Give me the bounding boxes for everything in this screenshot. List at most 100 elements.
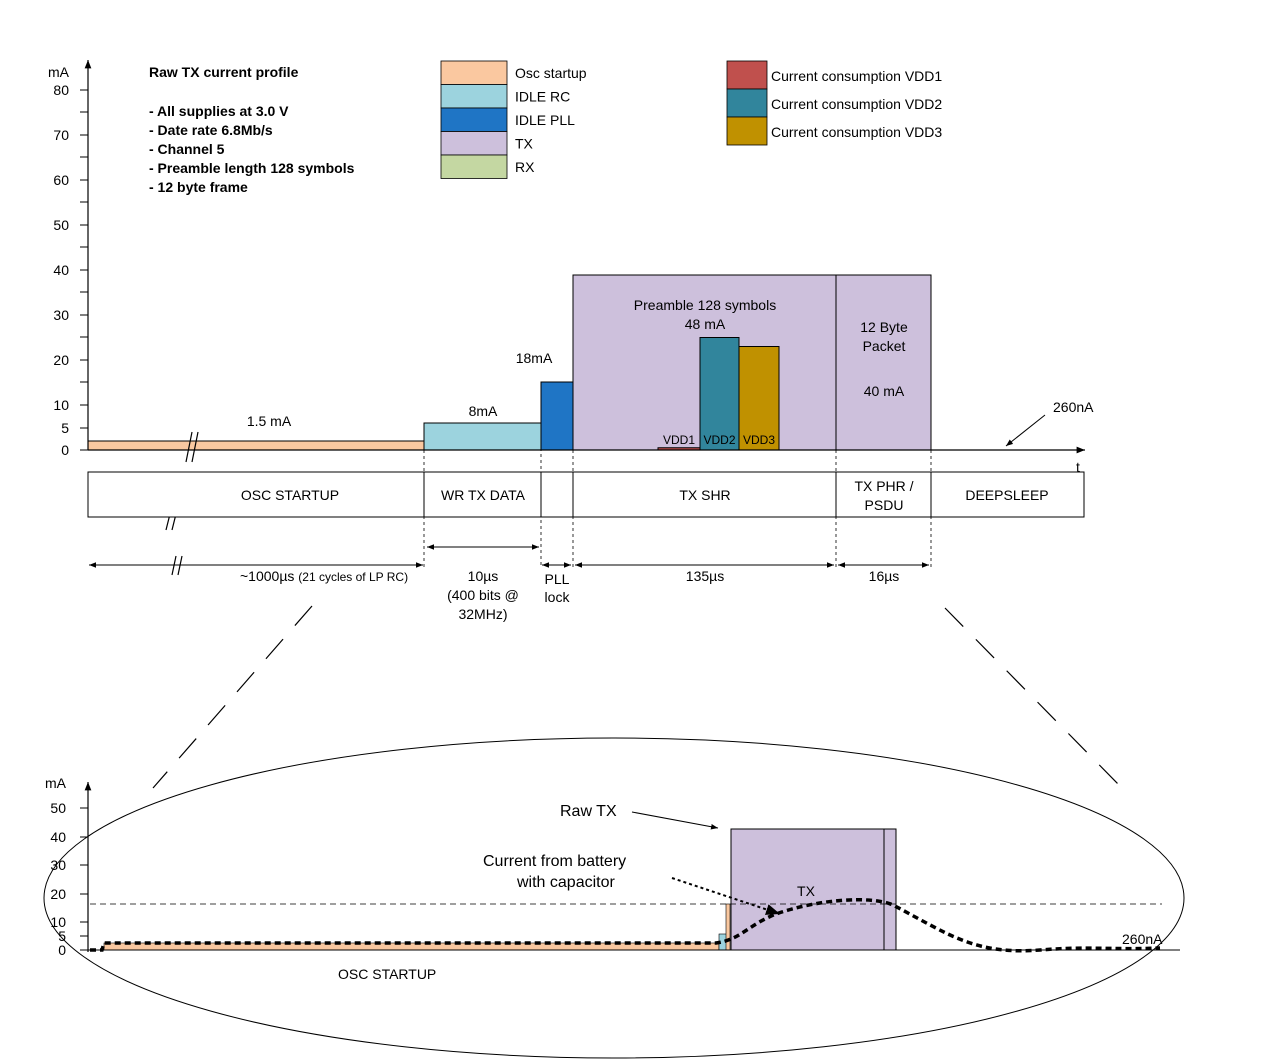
legend-label: IDLE RC	[515, 89, 570, 105]
top-y-unit: mA	[48, 64, 70, 80]
phase-row	[87, 471, 1085, 518]
bar-idle-rc	[423, 422, 542, 451]
duration-osc: ~1000µs (21 cycles of LP RC)	[240, 568, 408, 584]
bottom-y-tick-label: 50	[50, 800, 66, 816]
top-y-tick-label: 80	[53, 82, 69, 98]
timing-drop-lines	[423, 382, 932, 568]
top-y-tick-label: 70	[53, 127, 69, 143]
duration-wr-tx: 10µs	[468, 568, 499, 584]
label-sleep-current: 260nA	[1053, 399, 1094, 415]
phase-tx-phr-line1: TX PHR /	[854, 478, 913, 494]
bottom-y-tick-label: 10	[50, 914, 66, 930]
top-y-tick-label: 50	[53, 217, 69, 233]
zoom-guide-lines	[152, 605, 1121, 789]
bottom-y-tick-label: 40	[50, 829, 66, 845]
raw-tx-arrow	[631, 811, 719, 830]
bottom-osc-label: OSC STARTUP	[338, 966, 436, 982]
supply-legend-swatch	[726, 116, 768, 146]
legend-swatch	[440, 84, 508, 109]
duration-wr-tx-note1: (400 bits @	[447, 587, 519, 603]
note-channel: - Channel 5	[149, 141, 225, 157]
legend-swatch	[440, 107, 508, 132]
top-y-tick-label: 30	[53, 307, 69, 323]
legend-swatch	[440, 131, 508, 156]
label-packet-line1: 12 Byte	[860, 319, 908, 335]
legend-swatch	[440, 154, 508, 179]
duration-pll-line1: PLL	[545, 571, 570, 587]
phase-osc-startup: OSC STARTUP	[241, 487, 339, 503]
supply-legend-label: Current consumption VDD1	[771, 68, 942, 84]
phase-tx-phr-line2: PSDU	[865, 497, 904, 513]
battery-current-curve	[90, 898, 1161, 953]
top-y-tick-label: 20	[53, 352, 69, 368]
label-preamble-title: Preamble 128 symbols	[634, 297, 776, 313]
duration-arrows	[89, 544, 929, 568]
bottom-y-unit: mA	[45, 775, 67, 791]
bottom-y-tick-label: 5	[58, 928, 66, 944]
notes-block: Raw TX current profile - All supplies at…	[149, 64, 355, 195]
note-preamble: - Preamble length 128 symbols	[149, 160, 355, 176]
bar-osc-startup	[87, 440, 425, 451]
label-packet-current: 40 mA	[864, 383, 905, 399]
raw-tx-label: Raw TX	[560, 803, 617, 820]
bottom-y-tick-label: 30	[50, 857, 66, 873]
bottom-tx-bar	[730, 828, 897, 951]
legend-label: TX	[515, 136, 534, 152]
phase-wr-tx-data: WR TX DATA	[441, 487, 526, 503]
supply-bar-vdd3	[738, 346, 780, 451]
phase-deepsleep: DEEPSLEEP	[965, 487, 1048, 503]
note-data-rate: - Date rate 6.8Mb/s	[149, 122, 273, 138]
supply-bar-label: VDD3	[743, 433, 775, 447]
duration-wr-tx-note2: 32MHz)	[458, 606, 507, 622]
phase-row-frame	[87, 471, 1085, 518]
supply-bar-label: VDD2	[703, 433, 735, 447]
legend-swatch	[440, 60, 508, 85]
note-frame: - 12 byte frame	[149, 179, 248, 195]
sleep-pointer-arrow	[1005, 414, 1046, 447]
supply-bar-label: VDD1	[663, 433, 695, 447]
top-y-tick-label: 5	[61, 420, 69, 436]
bar-tx-packet	[835, 274, 932, 451]
phase-tx-shr: TX SHR	[679, 487, 730, 503]
label-preamble-current: 48 mA	[685, 316, 726, 332]
legend-label: Osc startup	[515, 65, 587, 81]
duration-pll-line2: lock	[545, 589, 571, 605]
bottom-y-tick-label: 20	[50, 886, 66, 902]
bar-idle-pll	[540, 381, 574, 451]
bottom-y-tick-label: 0	[58, 942, 66, 958]
duration-tx-shr: 135µs	[686, 568, 724, 584]
bottom-sleep-label: 260nA	[1122, 931, 1163, 947]
battery-arrow	[671, 877, 781, 915]
battery-label-line1: Current from battery	[483, 853, 626, 870]
label-osc-current: 1.5 mA	[247, 413, 292, 429]
supply-legend-swatch	[726, 60, 768, 90]
legend-label: IDLE PLL	[515, 112, 575, 128]
top-y-tick-label: 60	[53, 172, 69, 188]
bottom-idle-pll-bar	[725, 903, 731, 951]
label-packet-line2: Packet	[863, 338, 906, 354]
bottom-tx-label: TX	[797, 883, 816, 899]
battery-label-line2: with capacitor	[516, 874, 615, 891]
note-supplies: - All supplies at 3.0 V	[149, 103, 289, 119]
zoom-ellipse	[43, 737, 1185, 1059]
top-state-bars: VDD1 VDD2 VDD3	[87, 274, 932, 451]
duration-tx-phr: 16µs	[869, 568, 900, 584]
top-y-tick-label: 40	[53, 262, 69, 278]
label-idle-rc-current: 8mA	[469, 403, 498, 419]
notes-title: Raw TX current profile	[149, 64, 299, 80]
supply-legend-label: Current consumption VDD3	[771, 124, 942, 140]
label-idle-pll-current: 18mA	[516, 350, 553, 366]
top-y-tick-label: 10	[53, 397, 69, 413]
supply-legend-label: Current consumption VDD2	[771, 96, 942, 112]
top-y-tick-label: 0	[61, 442, 69, 458]
supply-legend-swatch	[726, 88, 768, 118]
top-x-unit: t	[1076, 459, 1080, 475]
legend-label: RX	[515, 159, 535, 175]
